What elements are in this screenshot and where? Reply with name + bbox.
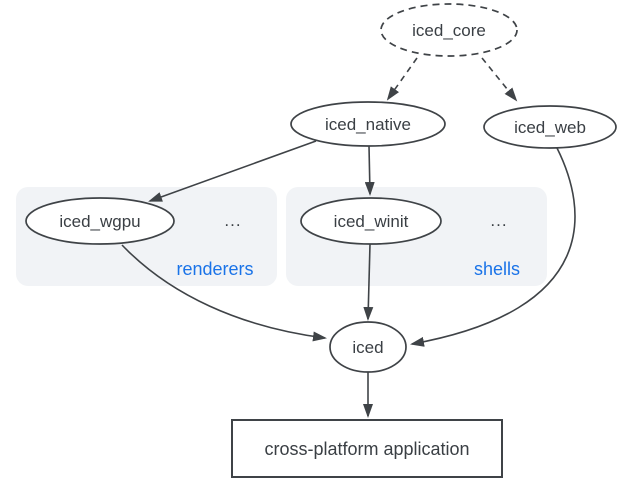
node-iced-winit (300, 197, 442, 245)
edge-native-to-winit (364, 145, 375, 196)
group-shells-label: shells (474, 259, 520, 279)
node-iced-native (290, 101, 446, 147)
node-iced-wgpu-label: iced_wgpu (59, 212, 140, 231)
node-iced-core (380, 3, 518, 57)
edge-winit-to-iced (363, 243, 374, 321)
edge-core-to-web (481, 57, 518, 102)
node-iced-web (483, 105, 617, 149)
edge-wgpu-to-iced (121, 244, 327, 342)
node-cross-platform-application (231, 419, 503, 478)
node-iced-label: iced (352, 338, 383, 357)
node-cross-platform-application-label: cross-platform application (264, 439, 469, 459)
node-iced (329, 321, 407, 373)
renderers-ellipsis: ... (224, 211, 241, 230)
edge-core-to-native (386, 57, 418, 101)
group-renderers-label: renderers (176, 259, 253, 279)
edge-native-to-wgpu (148, 140, 317, 202)
node-iced-core-label: iced_core (412, 21, 486, 40)
node-iced-web-label: iced_web (514, 118, 586, 137)
shells-ellipsis: ... (490, 211, 507, 230)
node-iced-native-label: iced_native (325, 115, 411, 134)
node-iced-winit-label: iced_winit (334, 212, 409, 231)
edge-web-to-iced (410, 147, 576, 347)
node-iced-wgpu (25, 197, 175, 245)
